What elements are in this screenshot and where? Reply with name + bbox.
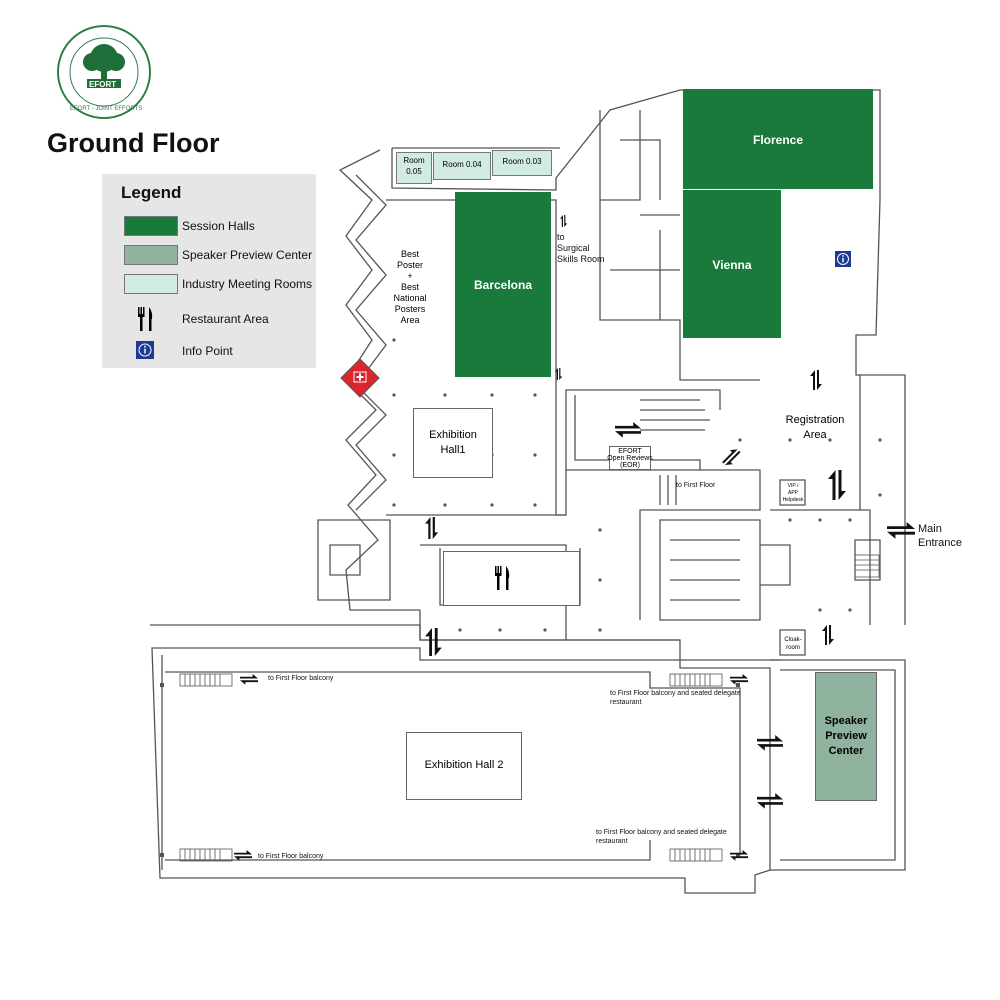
- room-0-04-label: Room 0.04: [442, 159, 482, 169]
- arrow-cloakroom: [822, 625, 834, 645]
- room-florence[interactable]: [683, 89, 873, 189]
- restaurant-fork-knife-icon: [492, 565, 512, 591]
- exhibition-hall1-label-a: Exhibition: [429, 429, 477, 441]
- arrow-hall2-top: [425, 628, 442, 656]
- room-florence-label: Florence: [752, 133, 803, 147]
- arrow-main-entrance: [887, 522, 915, 539]
- eor-label-b: Open Reviews: [607, 454, 653, 462]
- main-entrance-label-2: Entrance: [918, 537, 963, 549]
- arrow-balcony-rest-top: [730, 674, 748, 685]
- best-poster-label-6: Posters: [394, 303, 426, 314]
- legend-swatch-industry: [124, 274, 178, 294]
- room-speaker-preview-center[interactable]: [815, 672, 877, 801]
- legend-swatch-speaker: [124, 245, 178, 265]
- best-poster-label-7: Area: [400, 314, 420, 325]
- to-first-floor-label: to First Floor: [676, 482, 716, 489]
- info-icon: [136, 341, 154, 359]
- surgical-label-2: Surgical: [557, 243, 590, 253]
- fork-knife-icon: [135, 306, 155, 332]
- balcony-rest-bottom-label-1: to First Floor balcony and seated delega…: [596, 829, 727, 836]
- legend-label-speaker: Speaker Preview Center: [182, 248, 313, 262]
- legend-label-info: Info Point: [182, 344, 233, 358]
- room-0-05-label-b: 0.05: [406, 166, 422, 176]
- best-poster-label-2: Poster: [396, 259, 423, 270]
- room-0-03[interactable]: [492, 150, 552, 176]
- balcony-rest-top-label-2: restaurant: [610, 699, 642, 706]
- restaurant-area[interactable]: [443, 551, 580, 606]
- vip-label-b: APP: [787, 489, 798, 496]
- arrow-barcelona-bottom: [555, 368, 563, 380]
- first-aid-graphic: [340, 358, 380, 398]
- room-0-04[interactable]: [433, 152, 491, 180]
- room-barcelona[interactable]: [455, 192, 551, 377]
- balcony-bottom-label: to First Floor balcony: [258, 853, 324, 860]
- surgical-label-3: Skills Room: [557, 254, 605, 264]
- map-info-icon[interactable]: [835, 251, 851, 267]
- legend-panel: [102, 174, 316, 368]
- main-entrance-label-1: Main: [918, 523, 942, 535]
- arrow-first-floor: [720, 445, 743, 469]
- arrow-speaker-top: [757, 735, 783, 751]
- room-vienna[interactable]: [683, 190, 781, 338]
- balcony-top-label: to First Floor balcony: [268, 675, 334, 682]
- room-0-03-label: Room 0.03: [502, 156, 542, 166]
- vip-label-a: VIP /: [787, 482, 799, 489]
- legend-label-industry: Industry Meeting Rooms: [182, 277, 313, 291]
- logo-tagline: EFORT - JOINT EFFORTS: [70, 106, 143, 112]
- arrow-speaker-bottom: [757, 793, 783, 809]
- room-0-05-label-a: Room: [403, 155, 425, 165]
- arrow-barcelona-top: [560, 215, 568, 227]
- arrow-hall1-bottom: [425, 517, 439, 539]
- eor-desk[interactable]: [609, 446, 651, 470]
- arrow-eor: [615, 422, 641, 438]
- restaurant-fork-knife-graphic: [495, 566, 510, 590]
- balcony-rest-bottom-label-2: restaurant: [596, 838, 628, 845]
- room-0-05[interactable]: [396, 152, 432, 184]
- best-poster-label-3: +: [407, 270, 413, 281]
- vip-label-c: Helpdesk: [782, 496, 804, 503]
- efort-logo: EFORT European Federation of National As…: [56, 24, 152, 120]
- fork-knife-graphic: [138, 307, 153, 331]
- registration-label-b: Area: [803, 429, 827, 441]
- speaker-label-c: Center: [828, 745, 864, 757]
- cloakroom-label-b: room: [786, 645, 800, 651]
- exhibition-hall1-label-b: Hall1: [440, 444, 466, 456]
- legend-label-session: Session Halls: [182, 219, 255, 233]
- room-exhibition-hall1[interactable]: [413, 408, 493, 478]
- best-poster-label-4: Best: [400, 281, 419, 292]
- arrow-balcony-top: [240, 674, 258, 685]
- arrow-registration-big: [828, 470, 846, 500]
- best-poster-label-5: National: [393, 292, 427, 303]
- exhibition-hall2-label: Exhibition Hall 2: [424, 759, 504, 771]
- room-barcelona-label: Barcelona: [473, 278, 533, 292]
- legend-label-restaurant: Restaurant Area: [182, 312, 269, 326]
- arrow-balcony-rest-bottom: [730, 850, 748, 861]
- logo-name: EFORT: [89, 80, 117, 89]
- arrow-balcony-bottom: [234, 850, 252, 861]
- arrow-registration-top: [810, 370, 822, 390]
- legend-swatch-session: [124, 216, 178, 236]
- info-icon-graphic: [138, 343, 152, 357]
- map-info-graphic: [837, 253, 849, 265]
- page-title: Ground Floor: [47, 128, 220, 158]
- eor-label-a: EFORT: [618, 447, 642, 455]
- best-poster-label-1: Best: [400, 248, 419, 259]
- balcony-rest-top-label-1: to First Floor balcony and seated delega…: [610, 690, 741, 697]
- surgical-label-1: to: [557, 232, 565, 242]
- legend-title: Legend: [121, 183, 182, 202]
- speaker-label-b: Preview: [825, 730, 867, 742]
- speaker-label-a: Speaker: [824, 715, 868, 727]
- room-exhibition-hall2[interactable]: [406, 732, 522, 800]
- first-aid-icon: [340, 358, 380, 398]
- efort-logo-graphic: [57, 25, 151, 119]
- cloakroom-label-a: Cloak-: [784, 637, 802, 643]
- room-vienna-label: Vienna: [712, 258, 752, 272]
- eor-label-c: (EOR): [620, 461, 640, 469]
- registration-label-a: Registration: [785, 414, 845, 426]
